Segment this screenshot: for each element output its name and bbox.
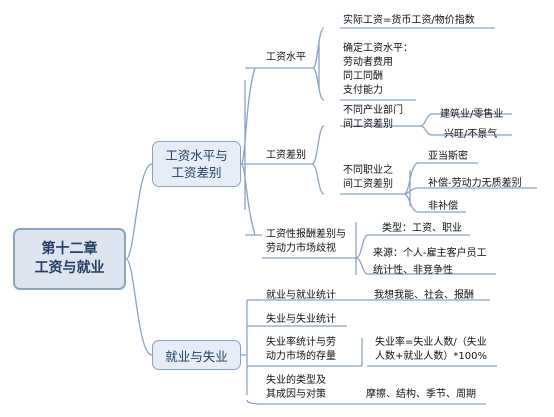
- connector-branch2-spine: [241, 300, 248, 395]
- node-unemployment-rate-statistics[interactable]: 失业率统计与劳 动力市场的存量: [266, 337, 336, 362]
- node-unemployment-statistics[interactable]: 失业与失业统计: [266, 314, 336, 325]
- node-real-wage[interactable]: 实际工资=货币工资/物价指数: [343, 15, 475, 26]
- node-employment-statistics-detail[interactable]: 我想我能、社会、报酬: [374, 290, 474, 301]
- node-determine-wage-level[interactable]: 确定工资水平： 劳动者费用 同工同酬 支付能力: [343, 43, 413, 96]
- node-discrimination-type[interactable]: 类型：工资、职业: [382, 223, 462, 234]
- node-wage-difference[interactable]: 工资差别: [266, 150, 306, 161]
- connector-root-branch2: [125, 258, 153, 356]
- node-compensating[interactable]: 补偿-劳动力无质差别: [428, 178, 522, 189]
- connector-root-branch1: [125, 163, 153, 260]
- root-title-line2: 工资与就业: [34, 260, 105, 276]
- root-topic[interactable]: 第十二章 工资与就业: [13, 228, 126, 290]
- branch1-label-line1: 工资水平与: [165, 148, 228, 163]
- node-boom-recession[interactable]: 兴旺/不景气: [444, 129, 498, 140]
- node-wage-level[interactable]: 工资水平: [266, 52, 306, 63]
- node-adam-smith[interactable]: 亚当斯密: [428, 151, 468, 162]
- branch-employment-and-unemployment[interactable]: 就业与失业: [152, 340, 241, 370]
- node-unemployment-types[interactable]: 失业的类型及 其成因与对策: [266, 375, 326, 400]
- node-industry-wage-difference[interactable]: 不同产业部门 间工资差别: [343, 105, 403, 130]
- branch2-label: 就业与失业: [165, 348, 228, 364]
- node-unemployment-types-detail[interactable]: 摩擦、结构、季节、周期: [366, 389, 476, 400]
- node-employment-statistics[interactable]: 就业与就业统计: [266, 290, 336, 301]
- node-construction-retail[interactable]: 建筑业/零售业: [440, 109, 504, 120]
- node-unemployment-rate-formula[interactable]: 失业率=失业人数/（失业 人数+就业人数）*100%: [375, 337, 487, 362]
- node-occupation-wage-difference[interactable]: 不同职业之 间工资差别: [343, 165, 393, 190]
- root-title-line1: 第十二章: [41, 241, 98, 257]
- node-discrimination-source[interactable]: 来源：个人-雇主客户员工 统计性、非竞争性: [373, 248, 487, 276]
- node-non-compensating[interactable]: 非补偿: [428, 201, 458, 212]
- connector-branch1-spine: [240, 67, 262, 236]
- branch-wage-level-and-difference[interactable]: 工资水平与 工资差别: [152, 141, 241, 187]
- branch1-label-line2: 工资差别: [171, 165, 222, 180]
- node-wage-difference-and-discrimination[interactable]: 工资性报酬差别与 劳动力市场歧视: [266, 229, 346, 254]
